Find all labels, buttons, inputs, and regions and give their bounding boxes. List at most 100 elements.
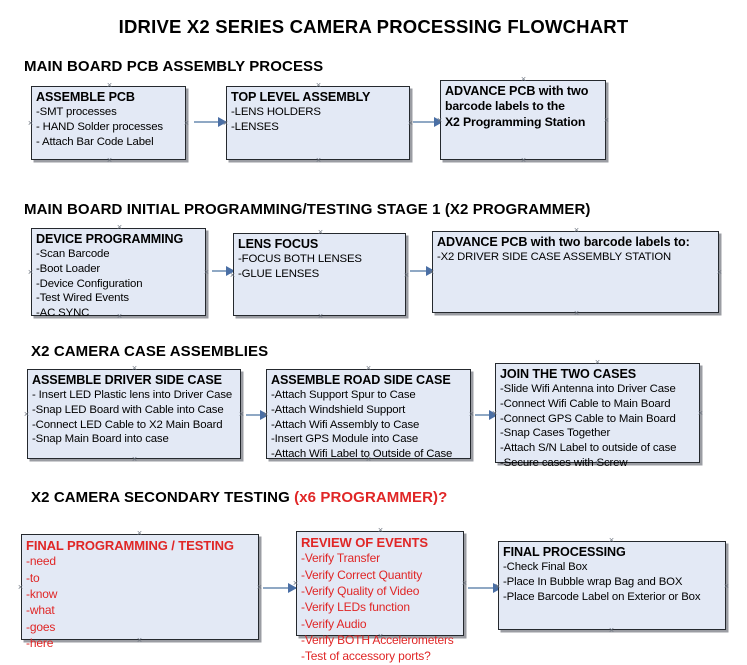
handle-right[interactable]: [468, 411, 475, 418]
node-advance-pcb-driver-side-station[interactable]: ADVANCE PCB with two barcode labels to: …: [432, 231, 719, 313]
arrow-shaft: [263, 587, 296, 589]
handle-right[interactable]: [697, 410, 704, 417]
handle-bottom[interactable]: [106, 157, 113, 164]
node-line: - Attach Bar Code Label: [36, 135, 154, 148]
handle-left[interactable]: [27, 269, 34, 276]
node-line: X2 Programming Station: [445, 114, 586, 129]
node-line: - HAND Solder processes: [36, 120, 163, 133]
arrow-lens-focus-to-advance-driver-side: [410, 266, 435, 276]
handle-right[interactable]: [461, 580, 468, 587]
arrow-head: [260, 410, 269, 420]
handle-left[interactable]: [17, 584, 24, 591]
node-title: ASSEMBLE PCB: [36, 90, 135, 104]
handle-top[interactable]: [131, 365, 138, 372]
handle-top[interactable]: [365, 365, 372, 372]
handle-right[interactable]: [256, 584, 263, 591]
handle-bottom[interactable]: [608, 627, 615, 634]
node-line: -need: [26, 554, 56, 569]
node-line: -Attach Wifi Label to Outside of Case: [271, 448, 453, 461]
node-line: -Attach S/N Label to outside of case: [500, 442, 677, 455]
node-line: -Verify LEDs function: [301, 600, 410, 615]
handle-bottom[interactable]: [573, 310, 580, 317]
handle-bottom[interactable]: [520, 157, 527, 164]
arrow-head: [226, 266, 235, 276]
node-line: -FOCUS BOTH LENSES: [238, 252, 362, 265]
node-line: -LENS HOLDERS: [231, 105, 321, 118]
node-line: -Connect LED Cable to X2 Main Board: [32, 418, 223, 431]
handle-top[interactable]: [520, 76, 527, 83]
handle-top[interactable]: [116, 224, 123, 231]
node-final-processing[interactable]: FINAL PROCESSING -Check Final Box -Place…: [498, 541, 726, 630]
handle-top[interactable]: [573, 227, 580, 234]
handle-top[interactable]: [136, 530, 143, 537]
node-line: -Device Configuration: [36, 277, 143, 290]
handle-right[interactable]: [603, 117, 610, 124]
section-heading-case-assemblies: X2 CAMERA CASE ASSEMBLIES: [31, 343, 269, 360]
arrow-shaft: [194, 121, 226, 123]
node-line: -what: [26, 603, 55, 618]
arrow-shaft: [468, 587, 501, 589]
handle-bottom[interactable]: [317, 313, 324, 320]
node-final-programming-testing[interactable]: FINAL PROGRAMMING / TESTING -need -to -k…: [21, 534, 259, 650]
node-join-the-two-cases[interactable]: JOIN THE TWO CASES -Slide Wifi Antenna i…: [495, 363, 700, 469]
handle-top[interactable]: [317, 229, 324, 236]
handle-bottom[interactable]: [131, 456, 138, 463]
node-line: -Boot Loader: [36, 262, 101, 275]
node-line: -Check Final Box: [503, 560, 588, 573]
node-line: -Snap Cases Together: [500, 427, 611, 440]
node-device-programming[interactable]: DEVICE PROGRAMMING -Scan Barcode -Boot L…: [31, 228, 206, 319]
node-title: REVIEW OF EVENTS: [301, 535, 428, 550]
node-title: ASSEMBLE DRIVER SIDE CASE: [32, 373, 222, 387]
node-line: barcode labels to the: [445, 98, 565, 113]
node-top-level-assembly[interactable]: TOP LEVEL ASSEMBLY -LENS HOLDERS -LENSES: [226, 86, 410, 160]
handle-right[interactable]: [716, 269, 723, 276]
node-line: -Verify Quality of Video: [301, 583, 420, 598]
node-line: -Verify Audio: [301, 616, 367, 631]
arrow-driver-case-to-road-case: [246, 410, 269, 420]
node-assemble-pcb[interactable]: ASSEMBLE PCB -SMT processes - HAND Solde…: [31, 86, 186, 160]
arrow-shaft: [413, 121, 442, 123]
node-line: -here: [26, 635, 54, 650]
arrow-final-programming-to-review-events: [263, 583, 297, 593]
node-line: -Slide Wifi Antenna into Driver Case: [500, 382, 676, 395]
arrow-head: [218, 117, 227, 127]
node-line: -Verify BOTH Accelerometers: [301, 632, 454, 647]
handle-top[interactable]: [377, 527, 384, 534]
node-title: ASSEMBLE ROAD SIDE CASE: [271, 373, 451, 387]
node-line: -Connect Wifi Cable to Main Board: [500, 397, 671, 410]
handle-top[interactable]: [594, 359, 601, 366]
page-title: IDRIVE X2 SERIES CAMERA PROCESSING FLOWC…: [118, 16, 629, 37]
handle-right[interactable]: [238, 411, 245, 418]
node-lens-focus[interactable]: LENS FOCUS -FOCUS BOTH LENSES -GLUE LENS…: [233, 233, 406, 316]
node-line: -Secure cases with Screw: [500, 457, 628, 469]
node-line: -X2 DRIVER SIDE CASE ASSEMBLY STATION: [437, 250, 672, 263]
handle-left[interactable]: [23, 411, 30, 418]
node-line: -Insert GPS Module into Case: [271, 433, 419, 446]
node-title: JOIN THE TWO CASES: [500, 367, 637, 381]
node-line: -AC SYNC: [36, 307, 90, 320]
node-line: - Insert LED Plastic lens into Driver Ca…: [32, 388, 233, 401]
handle-top[interactable]: [106, 82, 113, 89]
handle-right[interactable]: [183, 120, 190, 127]
handle-top[interactable]: [608, 537, 615, 544]
handle-top[interactable]: [315, 82, 322, 89]
arrow-road-case-to-join-cases: [475, 410, 498, 420]
node-line: -GLUE LENSES: [238, 267, 320, 280]
node-assemble-road-side-case[interactable]: ASSEMBLE ROAD SIDE CASE -Attach Support …: [266, 369, 471, 461]
section-heading-pcb-assembly: MAIN BOARD PCB ASSEMBLY PROCESS: [24, 58, 324, 75]
node-title: LENS FOCUS: [238, 237, 319, 251]
node-advance-pcb-programming-station[interactable]: ADVANCE PCB with two barcode labels to t…: [440, 80, 606, 160]
node-line: -Verify Correct Quantity: [301, 567, 423, 582]
handle-right[interactable]: [723, 583, 730, 590]
node-line: -SMT processes: [36, 105, 117, 118]
node-review-of-events[interactable]: REVIEW OF EVENTS -Verify Transfer -Verif…: [296, 531, 464, 663]
handle-right[interactable]: [403, 272, 410, 279]
section-heading-secondary-testing: X2 CAMERA SECONDARY TESTING (x6 PROGRAMM…: [31, 489, 447, 506]
node-line: -Verify Transfer: [301, 551, 380, 566]
handle-bottom[interactable]: [315, 157, 322, 164]
node-line: -Test Wired Events: [36, 292, 129, 305]
handle-left[interactable]: [27, 120, 34, 127]
node-line: -goes: [26, 619, 56, 634]
node-assemble-driver-side-case[interactable]: ASSEMBLE DRIVER SIDE CASE - Insert LED P…: [27, 369, 241, 459]
handle-right[interactable]: [203, 269, 210, 276]
